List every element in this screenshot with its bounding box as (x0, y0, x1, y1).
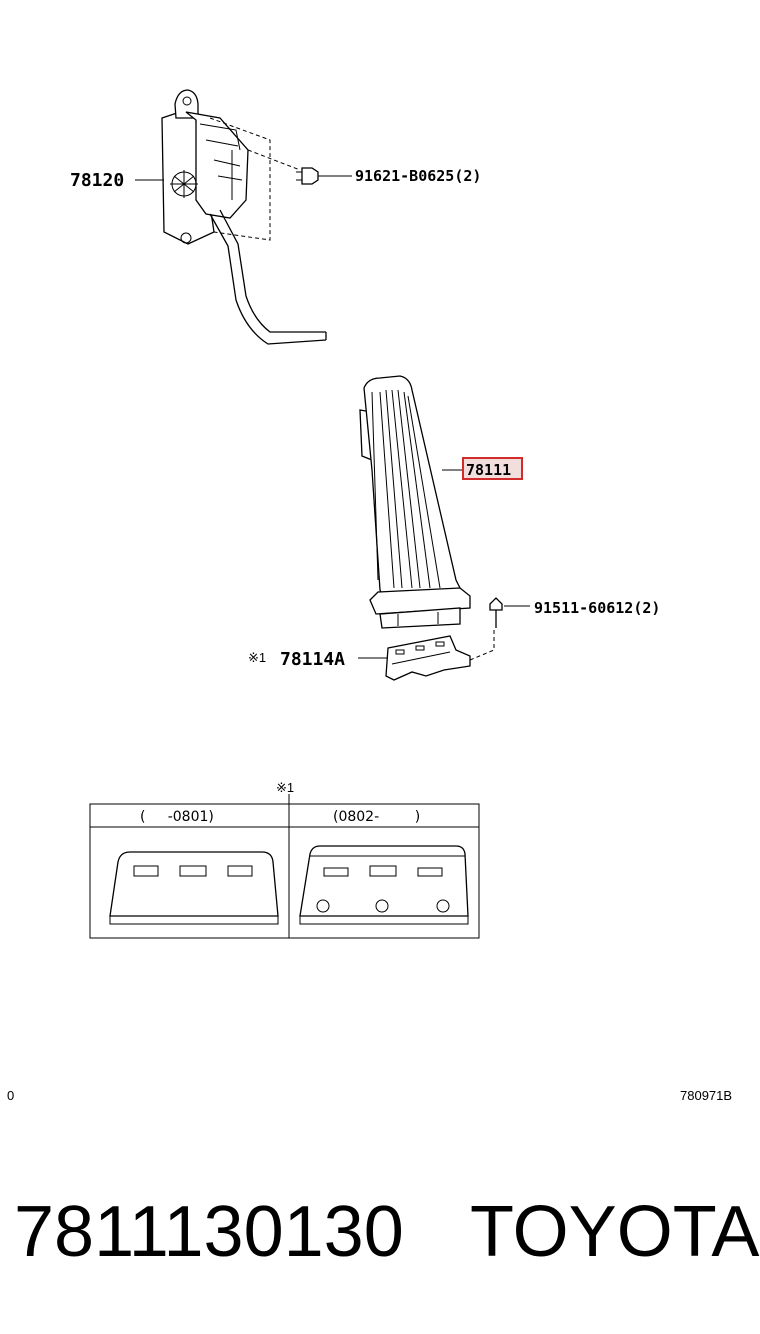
part-number: 7811130130 (14, 1192, 404, 1272)
bracket-variant-old (109, 851, 279, 925)
pedal-drawing (359, 375, 471, 629)
brand-name: TOYOTA (470, 1192, 759, 1272)
footer-left-code: 0 (7, 1088, 14, 1103)
table-header-right: (0802- ) (333, 809, 420, 825)
bracket-mark: ※1 (248, 650, 266, 665)
pedal-bolt-drawing (469, 597, 530, 661)
label-91511: 91511-60612(2) (534, 599, 660, 617)
label-91621: 91621-B0625(2) (355, 167, 481, 185)
variant-table: ※1 (89, 780, 480, 939)
label-78111: 78111 (466, 461, 511, 479)
footer-right-code: 780971B (680, 1088, 732, 1103)
table-header-left: ( -0801) (140, 809, 214, 825)
bracket-variant-new (299, 845, 469, 925)
bracket-drawing (358, 635, 471, 681)
highlight-box-78111 (462, 457, 523, 480)
label-78114A: 78114A (280, 649, 345, 670)
table-mark: ※1 (276, 780, 294, 795)
sensor-assembly-drawing (135, 89, 352, 345)
label-78120: 78120 (70, 170, 124, 191)
